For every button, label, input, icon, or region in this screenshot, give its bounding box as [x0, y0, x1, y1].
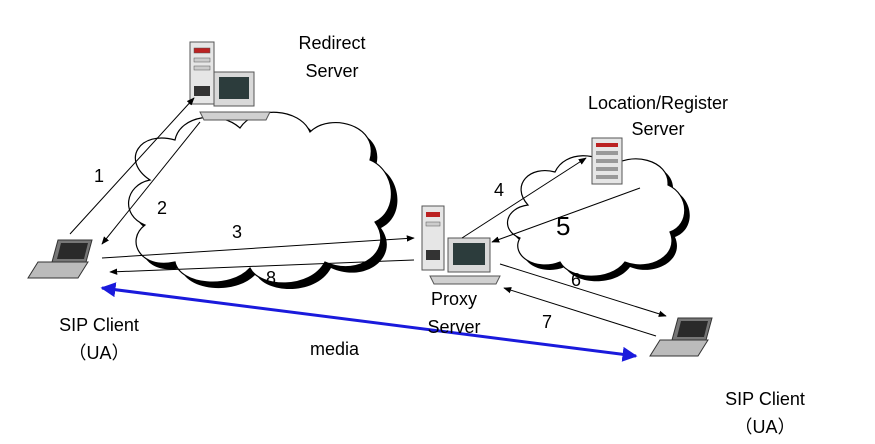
- proxy-server-icon: [421, 205, 501, 285]
- proxy-server-line1: Proxy: [430, 289, 477, 309]
- step-6: 6: [571, 270, 582, 290]
- step-2: 2: [157, 198, 168, 218]
- redirect-server-line2: Server: [305, 61, 359, 81]
- arrow-2: [101, 121, 201, 245]
- step-1: 1: [94, 166, 105, 186]
- client-left-laptop-icon: [27, 239, 93, 279]
- arrow-4: [461, 157, 587, 239]
- location-server-icon: [591, 137, 623, 185]
- media-label: media: [310, 339, 360, 359]
- step-8: 8: [266, 268, 277, 288]
- arrow-5: [491, 187, 641, 243]
- step-3: 3: [232, 222, 243, 242]
- arrow-7: [503, 287, 657, 337]
- step-5: 5: [556, 211, 571, 241]
- client-left-line2: （UA）: [68, 343, 130, 363]
- step-7: 7: [542, 312, 553, 332]
- arrow-3: [101, 235, 415, 259]
- media-arrow: [100, 282, 638, 362]
- client-right-line1: SIP Client: [725, 389, 805, 409]
- redirect-server-line1: Redirect: [298, 33, 366, 53]
- client-left-label: SIP Client （UA）: [34, 314, 164, 364]
- client-left-line1: SIP Client: [59, 315, 139, 335]
- location-server-line1: Location/Register: [587, 93, 729, 113]
- cloud-left: [128, 111, 398, 290]
- redirect-server-icon: [189, 41, 271, 121]
- arrow-8: [109, 259, 415, 275]
- redirect-server-label: Redirect Server: [282, 32, 382, 82]
- location-server-label: Location/Register Server: [558, 92, 758, 140]
- client-right-laptop-icon: [649, 317, 713, 357]
- proxy-server-line2: Server: [427, 317, 481, 337]
- cloud-right: [506, 155, 690, 282]
- step-4: 4: [494, 180, 505, 200]
- client-right-label: SIP Client （UA）: [700, 388, 830, 438]
- location-server-line2: Server: [631, 119, 685, 139]
- proxy-server-label: Proxy Server: [404, 288, 504, 338]
- arrow-1: [69, 97, 195, 235]
- client-right-line2: （UA）: [734, 417, 796, 437]
